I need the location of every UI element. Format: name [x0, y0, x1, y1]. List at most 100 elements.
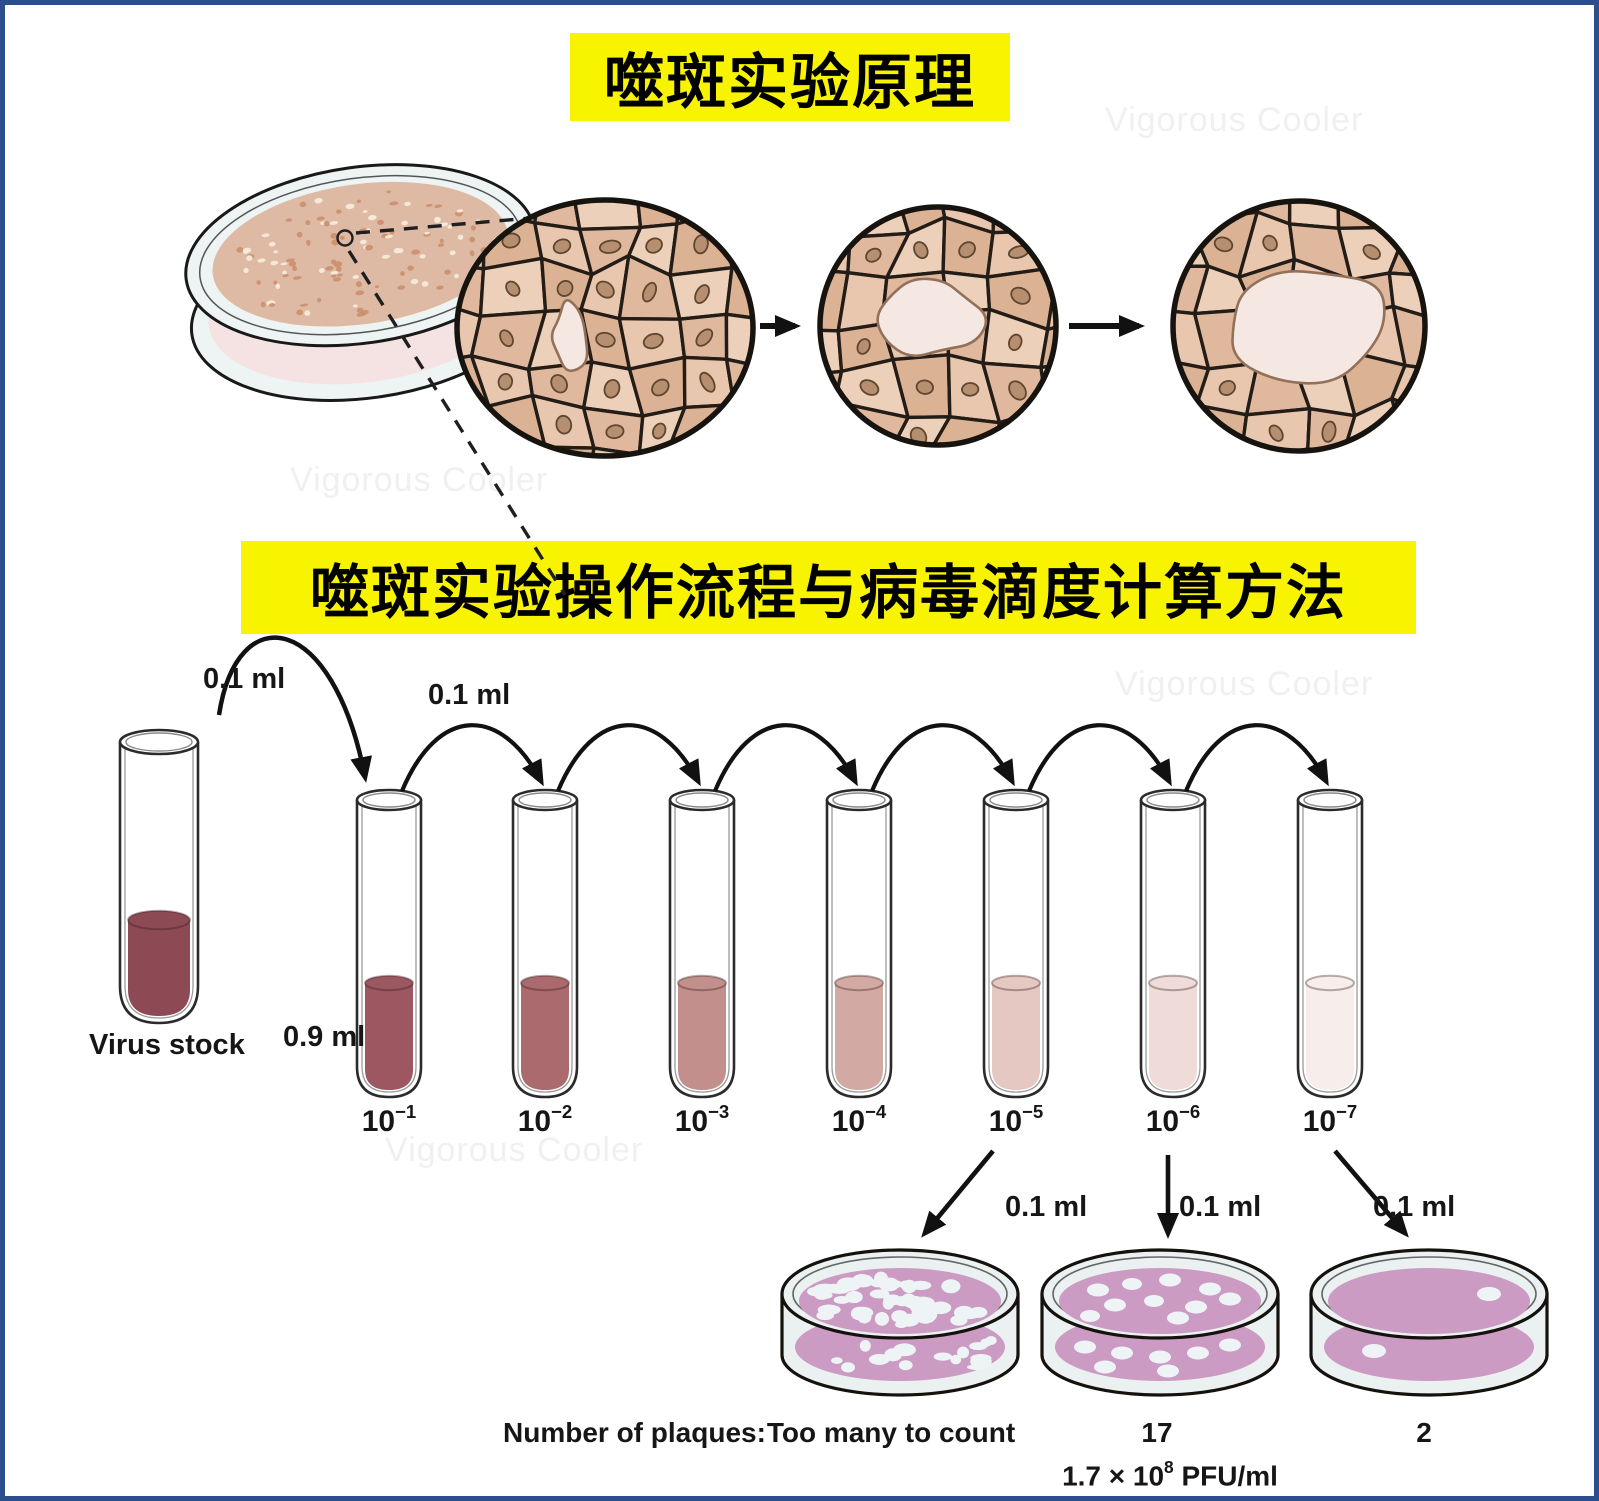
tube-liquid — [835, 983, 883, 1090]
tube-liquid — [1149, 983, 1197, 1090]
transfer-volume-label: 0.1 ml — [203, 663, 286, 695]
tube-liquid — [365, 983, 413, 1090]
dilution-label: 10−4 — [831, 1101, 887, 1138]
plaque-count-value: 17 — [1141, 1417, 1173, 1448]
watermark-mid-right: Vigorous Cooler — [1115, 665, 1374, 703]
transfer-arc — [216, 635, 373, 783]
assay-plate — [1040, 1248, 1280, 1397]
plaque-spot — [896, 1300, 909, 1307]
plaque-spot — [969, 1342, 988, 1351]
cell-monolayer-circle — [1170, 198, 1428, 454]
transfer-volume-label: 0.1 ml — [1179, 1191, 1262, 1223]
plaque-spot — [1080, 1310, 1100, 1322]
magnification-dashed-line — [347, 250, 567, 596]
plaque-spot — [1477, 1287, 1501, 1301]
plaque-spot — [918, 1309, 936, 1322]
plaque-spot — [887, 1280, 903, 1289]
plaque-spot — [891, 1310, 908, 1323]
diluent-volume-label: 0.9 ml — [283, 1021, 366, 1053]
plaque-spot — [1087, 1283, 1109, 1297]
plaque-spot — [874, 1271, 888, 1286]
plaque-spot — [1104, 1298, 1126, 1312]
plaque-count-value: 2 — [1416, 1417, 1432, 1448]
plaque-spot — [826, 1283, 842, 1293]
virus-stock-label: Virus stock — [89, 1029, 245, 1061]
plaque-spot — [1074, 1340, 1096, 1354]
test-tube — [118, 728, 200, 1025]
plaque-spot — [970, 1353, 992, 1363]
test-tube — [668, 788, 736, 1099]
plaque-spot — [901, 1279, 917, 1294]
plaque-spot — [1219, 1292, 1241, 1306]
dilution-label: 10−2 — [517, 1101, 573, 1138]
selected-plaque-marker — [336, 229, 354, 247]
plaque-spot — [831, 1357, 843, 1364]
transfer-arc — [870, 723, 1015, 792]
plaque-spot — [898, 1360, 913, 1371]
plaque-spot — [1149, 1350, 1171, 1364]
transfer-arc — [1184, 723, 1329, 792]
plaque-spot — [1185, 1300, 1207, 1314]
plating-arrow — [1333, 1149, 1409, 1238]
transfer-volume-label: 0.1 ml — [1005, 1191, 1088, 1223]
plaque-spot — [1167, 1311, 1189, 1325]
diagram-canvas — [118, 163, 1549, 1397]
plaque-count-value: Too many to count — [766, 1417, 1016, 1448]
plaque-spot — [1157, 1364, 1179, 1378]
plaque-spot — [929, 1301, 952, 1315]
dilution-exponent: −2 — [551, 1101, 573, 1122]
tube-liquid — [992, 983, 1040, 1090]
title-procedure: 噬斑实验操作流程与病毒滴度计算方法 — [241, 541, 1416, 634]
plaque-spot — [1122, 1278, 1142, 1290]
plaque-clearing — [1231, 269, 1386, 385]
plaque-spot — [902, 1295, 926, 1309]
plaque-spot — [966, 1364, 989, 1371]
dilution-label: 10−6 — [1145, 1101, 1201, 1138]
dilution-exponent: −1 — [395, 1101, 417, 1122]
plaque-spot — [807, 1286, 829, 1297]
transfer-arc — [400, 723, 544, 792]
plaque-spot — [817, 1304, 841, 1315]
test-tube — [825, 788, 893, 1099]
transfer-arc — [556, 723, 701, 792]
plaque-spot — [933, 1352, 953, 1361]
dilution-exponent: −5 — [1022, 1101, 1044, 1122]
watermark-mid-left: Vigorous Cooler — [290, 461, 549, 499]
plaque-spot — [857, 1310, 872, 1324]
dilution-label: 10−1 — [361, 1101, 417, 1138]
transfer-volume-label: 0.1 ml — [1373, 1191, 1456, 1223]
plaque-spot — [1187, 1346, 1209, 1360]
tube-liquid — [678, 983, 726, 1090]
dilution-exponent: −4 — [865, 1101, 887, 1122]
plaque-spot — [957, 1346, 970, 1359]
magnification-dashed-line — [355, 205, 661, 235]
cell-monolayer-circle — [817, 204, 1059, 448]
plating-arrow — [921, 1149, 995, 1238]
test-tube — [1139, 788, 1207, 1099]
dilution-exponent: −6 — [1179, 1101, 1201, 1122]
watermark-lower-left: Vigorous Cooler — [385, 1131, 644, 1169]
dilution-label: 10−5 — [988, 1101, 1044, 1138]
watermark-top-right: Vigorous Cooler — [1105, 101, 1364, 139]
plaque-spot — [868, 1353, 890, 1365]
title-principle: 噬斑实验原理 — [570, 33, 1010, 121]
plaque-spot — [1219, 1338, 1241, 1352]
plaque-spot — [985, 1335, 997, 1345]
plaque-spot — [1111, 1346, 1133, 1360]
transfer-arc — [1027, 723, 1172, 792]
plaque-spot — [1094, 1360, 1116, 1374]
plaque-spot — [859, 1339, 871, 1352]
plaque-spot — [1199, 1282, 1221, 1296]
plaque-spot — [1159, 1273, 1181, 1287]
test-tube — [982, 788, 1050, 1099]
tube-liquid — [128, 920, 190, 1016]
plaque-clearing — [876, 277, 988, 358]
dilution-exponent: −3 — [708, 1101, 730, 1122]
test-tube — [355, 788, 423, 1099]
tube-liquid — [1306, 983, 1354, 1090]
virus-titer-label: 1.7 × 108 PFU/ml — [1062, 1457, 1278, 1492]
petri-dish-top — [184, 163, 543, 402]
plaque-spot — [950, 1354, 962, 1365]
plaque-count-row-label: Number of plaques: — [503, 1417, 766, 1448]
